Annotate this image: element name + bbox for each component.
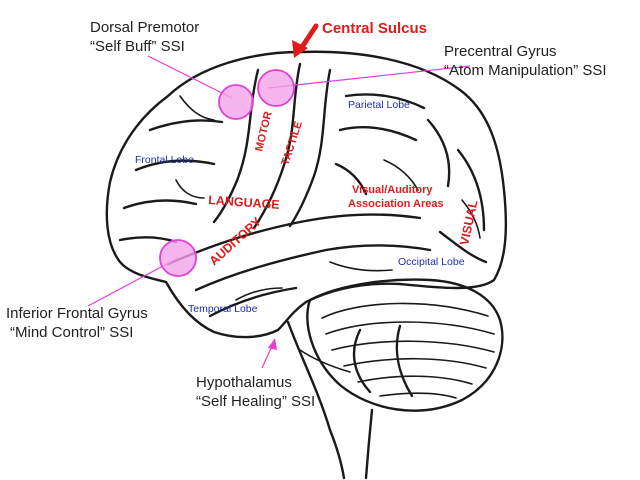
association-areas-line2: Association Areas	[348, 198, 444, 210]
precentral-gyrus-highlight	[257, 69, 295, 107]
motor-label: MOTOR	[253, 110, 275, 152]
precentral-gyrus-title: Precentral Gyrus	[444, 43, 557, 60]
arrow-down-left-icon	[292, 40, 308, 58]
occipital-lobe-label: Occipital Lobe	[398, 256, 465, 268]
auditory-label: AUDITORY	[207, 214, 265, 268]
cerebellum	[306, 278, 504, 412]
frontal-lobe-label: Frontal Lobe	[135, 154, 194, 166]
dorsal-premotor-title: Dorsal Premotor	[90, 19, 199, 36]
dorsal-premotor-highlight	[218, 84, 254, 120]
temporal-lobe-label: Temporal Lobe	[188, 303, 258, 315]
inferior-frontal-ssi: “Mind Control” SSI	[10, 324, 133, 341]
tactile-label: TACTILE	[279, 120, 305, 167]
parietal-lobe-label: Parietal Lobe	[348, 99, 410, 111]
visual-label: VISUAL	[457, 199, 480, 247]
central-sulcus-pointer	[292, 23, 319, 58]
language-label: LANGUAGE	[208, 193, 280, 212]
cerebrum	[105, 50, 508, 339]
dorsal-premotor-ssi: “Self Buff” SSI	[90, 38, 185, 55]
hypothalamus-title: Hypothalamus	[196, 374, 292, 391]
precentral-gyrus-ssi: “Atom Manipulation” SSI	[444, 62, 607, 79]
central-sulcus-label: Central Sulcus	[322, 20, 427, 37]
hypothalamus-pointer	[261, 338, 277, 369]
inferior-frontal-title: Inferior Frontal Gyrus	[6, 305, 148, 322]
precentral-gyrus-pointer	[267, 65, 471, 89]
inferior-frontal-highlight	[159, 239, 197, 277]
hypothalamus-ssi: “Self Healing” SSI	[196, 393, 315, 410]
association-areas-line1: Visual/Auditory	[352, 184, 433, 196]
arrow-up-icon	[268, 338, 277, 350]
brainstem	[286, 320, 374, 480]
dorsal-premotor-pointer	[147, 55, 233, 99]
